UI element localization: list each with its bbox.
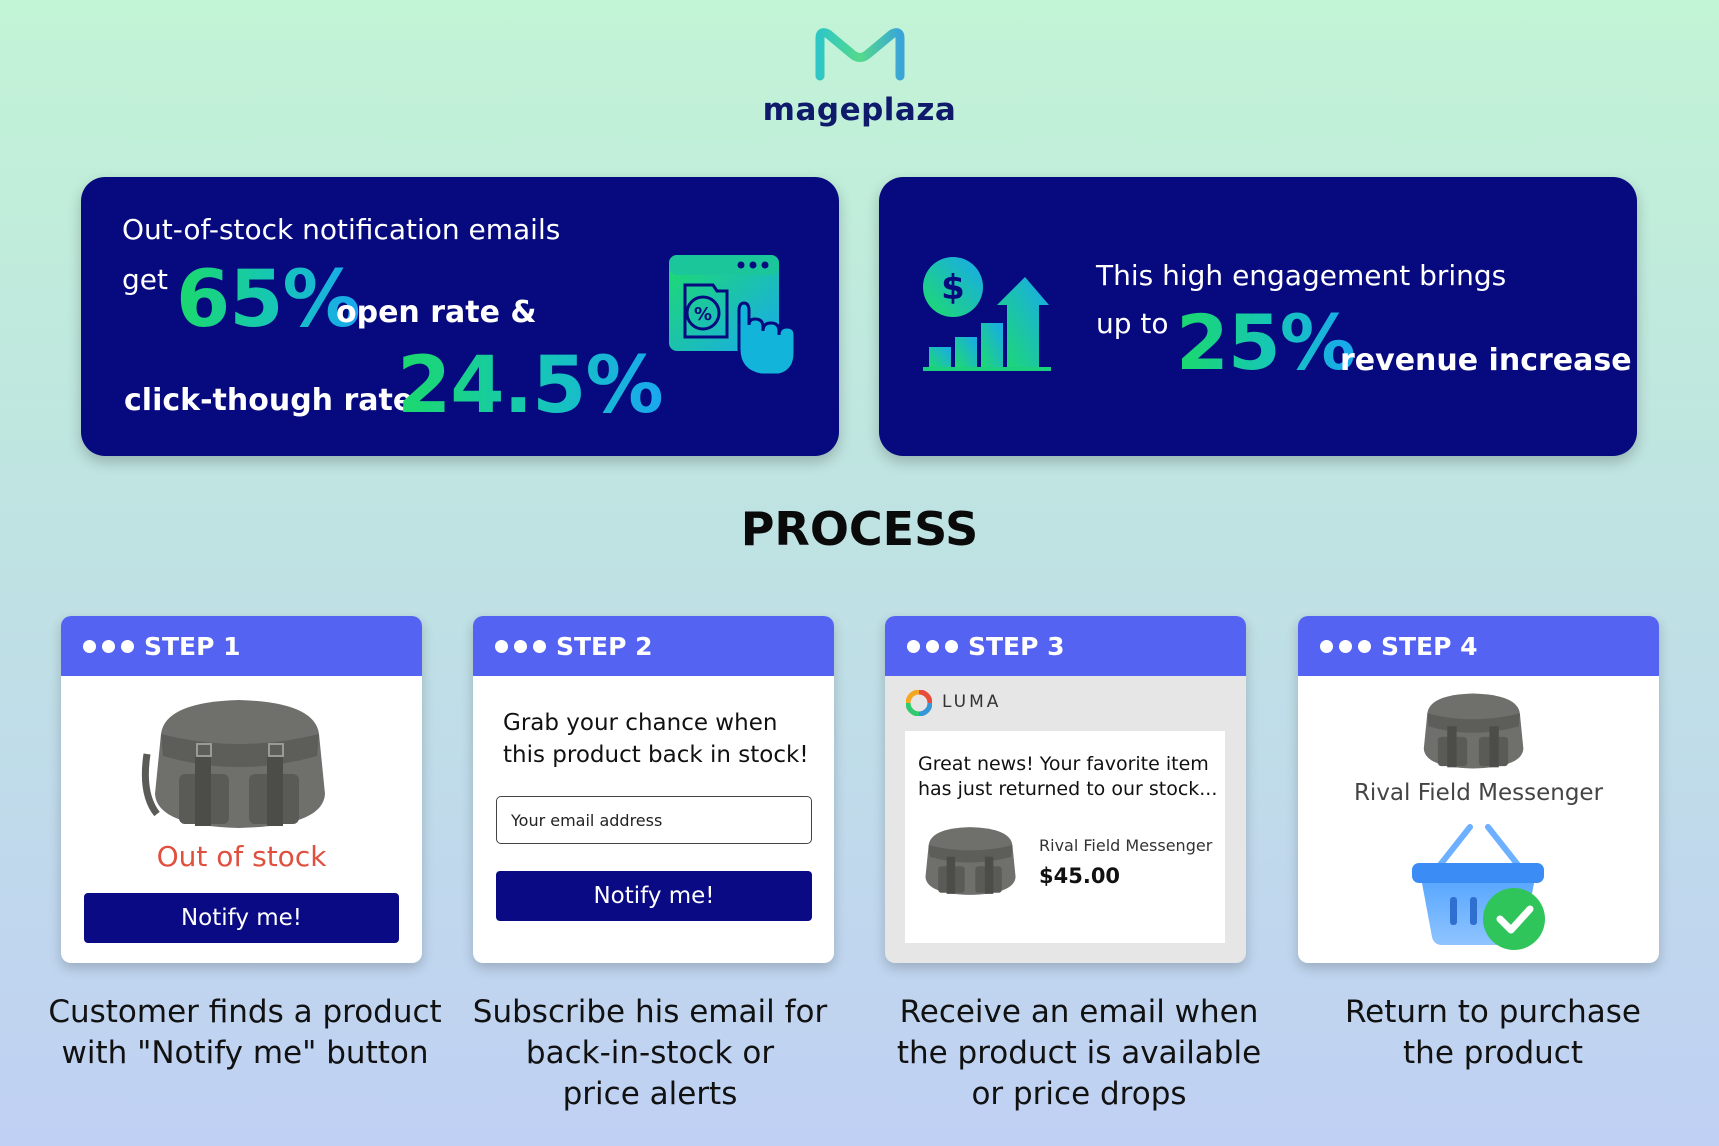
luma-logo-icon xyxy=(906,690,932,716)
caption-line: price alerts xyxy=(562,1076,738,1112)
email-preview: Great news! Your favorite item has just … xyxy=(905,731,1225,943)
step-1-caption: Customer finds a product with "Notify me… xyxy=(35,992,455,1074)
caption-line: or price drops xyxy=(971,1076,1187,1112)
subscribe-headline-line-2: this product back in stock! xyxy=(503,742,809,768)
brand-name: mageplaza xyxy=(762,92,957,128)
messenger-bag-image xyxy=(141,700,325,828)
email-message-line-1: Great news! Your favorite item xyxy=(918,753,1209,775)
step-2-caption: Subscribe his email for back-in-stock or… xyxy=(440,992,860,1115)
step-card-2: STEP 2 Grab your chance when this produc… xyxy=(473,616,834,963)
email-message-line-2: has just returned to our stock... xyxy=(918,778,1218,800)
caption-line: Return to purchase xyxy=(1345,994,1641,1030)
revenue-increase-label: revenue increase xyxy=(1340,343,1632,378)
step-card-3: STEP 3 LUMA Great news! Your favorite it… xyxy=(885,616,1246,963)
out-of-stock-label: Out of stock xyxy=(156,840,327,873)
get-text: get xyxy=(122,263,168,296)
product-name: Rival Field Messenger xyxy=(1039,836,1213,855)
engagement-text: This high engagement brings xyxy=(1096,259,1507,292)
step-header: STEP 3 xyxy=(885,616,1246,676)
open-rate-value: 65% xyxy=(176,255,361,345)
caption-line: with "Notify me" button xyxy=(61,1035,429,1071)
stat-card-revenue: $ This high engagement brings up to 25% … xyxy=(879,177,1637,456)
step-label: STEP 4 xyxy=(1381,631,1478,661)
step-4-caption: Return to purchase the product xyxy=(1283,992,1703,1074)
stat-card-open-rate: Out-of-stock notification emails get 65%… xyxy=(81,177,839,456)
caption-line: the product xyxy=(1403,1035,1583,1071)
messenger-bag-image xyxy=(1423,693,1524,769)
caption-line: back-in-stock or xyxy=(525,1035,775,1071)
email-field[interactable]: Your email address xyxy=(496,796,812,844)
caption-line: Customer finds a product xyxy=(48,994,442,1030)
step-3-caption: Receive an email when the product is ava… xyxy=(869,992,1289,1115)
step-label: STEP 1 xyxy=(144,631,241,661)
revenue-growth-chart-icon: $ xyxy=(923,257,1051,371)
window-dots-icon xyxy=(495,639,546,653)
step-label: STEP 2 xyxy=(556,631,653,661)
step-header: STEP 1 xyxy=(61,616,422,676)
notify-me-button[interactable]: Notify me! xyxy=(496,871,812,921)
window-dots-icon xyxy=(83,639,134,653)
up-to-text: up to xyxy=(1096,307,1169,340)
open-rate-label: open rate & xyxy=(336,295,537,330)
window-dots-icon xyxy=(1320,639,1371,653)
window-dots-icon xyxy=(907,639,958,653)
caption-line: Subscribe his email for xyxy=(472,994,828,1030)
step-header: STEP 4 xyxy=(1298,616,1659,676)
step-label: STEP 3 xyxy=(968,631,1065,661)
process-title: PROCESS xyxy=(740,502,979,556)
step-header: STEP 2 xyxy=(473,616,834,676)
caption-line: the product is available xyxy=(896,1035,1262,1071)
product-name: Rival Field Messenger xyxy=(1353,780,1604,806)
product-thumbnail-image xyxy=(925,827,1016,895)
ctr-label: click-though rate xyxy=(124,383,414,418)
svg-text:$: $ xyxy=(941,268,965,308)
revenue-increase-value: 25% xyxy=(1176,298,1356,387)
stat-intro-text: Out-of-stock notification emails xyxy=(122,213,561,246)
store-name: LUMA xyxy=(942,692,1002,712)
brand-logo: mageplaza xyxy=(0,24,1719,128)
notify-me-button[interactable]: Notify me! xyxy=(84,893,399,943)
step-card-4: STEP 4 Rival Field Messenger xyxy=(1298,616,1659,963)
ctr-value: 24.5% xyxy=(397,341,664,431)
subscribe-headline-line-1: Grab your chance when xyxy=(503,710,778,736)
caption-line: Receive an email when xyxy=(899,994,1259,1030)
mageplaza-logo-icon xyxy=(815,28,904,81)
step-card-1: STEP 1 Out of stock Notify me! xyxy=(61,616,422,963)
product-price: $45.00 xyxy=(1039,864,1121,888)
discount-browser-click-icon: % xyxy=(669,255,797,377)
shopping-basket-check-icon xyxy=(1412,824,1545,950)
email-placeholder: Your email address xyxy=(511,810,663,830)
svg-text:%: % xyxy=(694,304,712,325)
